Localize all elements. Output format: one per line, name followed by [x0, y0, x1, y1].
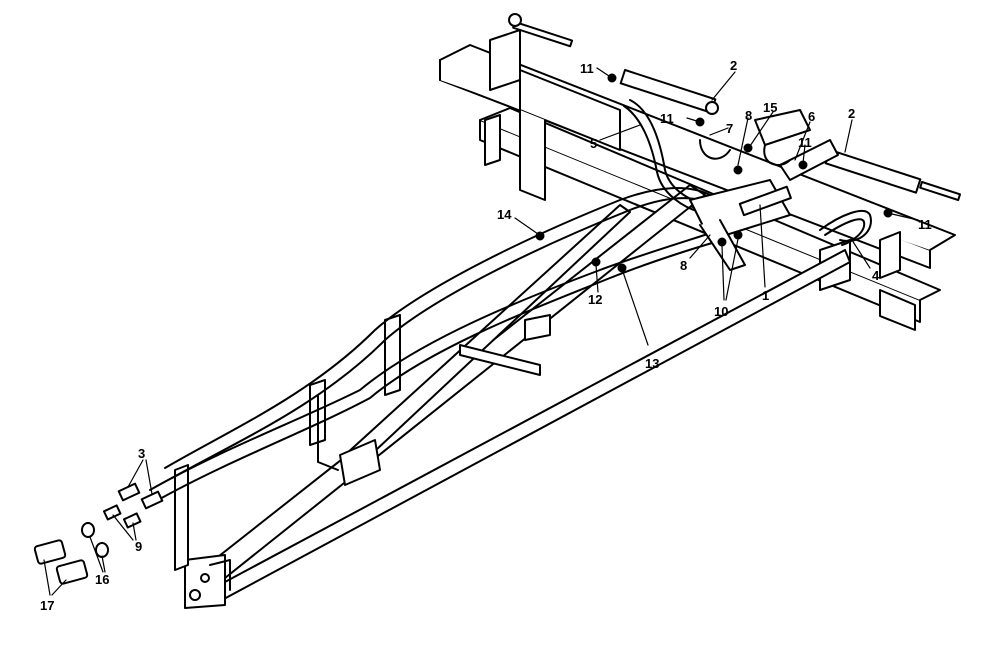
callout-7: 7: [726, 121, 733, 136]
hose-end-couplers: [117, 482, 164, 510]
callout-15: 15: [763, 100, 777, 115]
callout-16: 16: [95, 572, 109, 587]
callout-3: 3: [138, 446, 145, 461]
nut-10a: [717, 237, 727, 247]
adapters: [102, 504, 142, 529]
callout-8-top: 8: [745, 108, 752, 123]
callout-2-right: 2: [848, 106, 855, 121]
leader-lines: [43, 67, 919, 596]
nut-11d: [883, 208, 893, 218]
callout-11-a: 11: [580, 61, 594, 76]
callout-4: 4: [872, 268, 880, 283]
callout-11-d: 11: [918, 217, 932, 232]
hydraulic-hoses: [149, 99, 872, 501]
cylinder-left: [508, 13, 719, 115]
hose-support-brackets: [174, 314, 401, 571]
callout-11-b: 11: [660, 111, 674, 126]
callout-labels: 1 2 2 3 4 5 6 7 8 8 9 10 11 11 11 11 12 …: [40, 58, 932, 613]
nut-13: [617, 263, 627, 273]
callout-10: 10: [714, 304, 728, 319]
callout-6: 6: [808, 109, 815, 124]
callout-1: 1: [762, 288, 769, 303]
quick-couplers: [33, 539, 89, 585]
callout-13: 13: [645, 356, 659, 371]
callout-8-bottom: 8: [680, 258, 687, 273]
callout-2-left: 2: [730, 58, 737, 73]
hitch-tongue: [184, 184, 851, 609]
callout-14: 14: [497, 207, 512, 222]
callout-11-c: 11: [798, 135, 812, 150]
callout-17: 17: [40, 598, 54, 613]
valve-manifold: [689, 109, 839, 271]
nut-8: [733, 165, 743, 175]
callout-5: 5: [590, 136, 597, 151]
callout-9: 9: [135, 539, 142, 554]
nut-10b: [733, 230, 743, 240]
callout-12: 12: [588, 292, 602, 307]
